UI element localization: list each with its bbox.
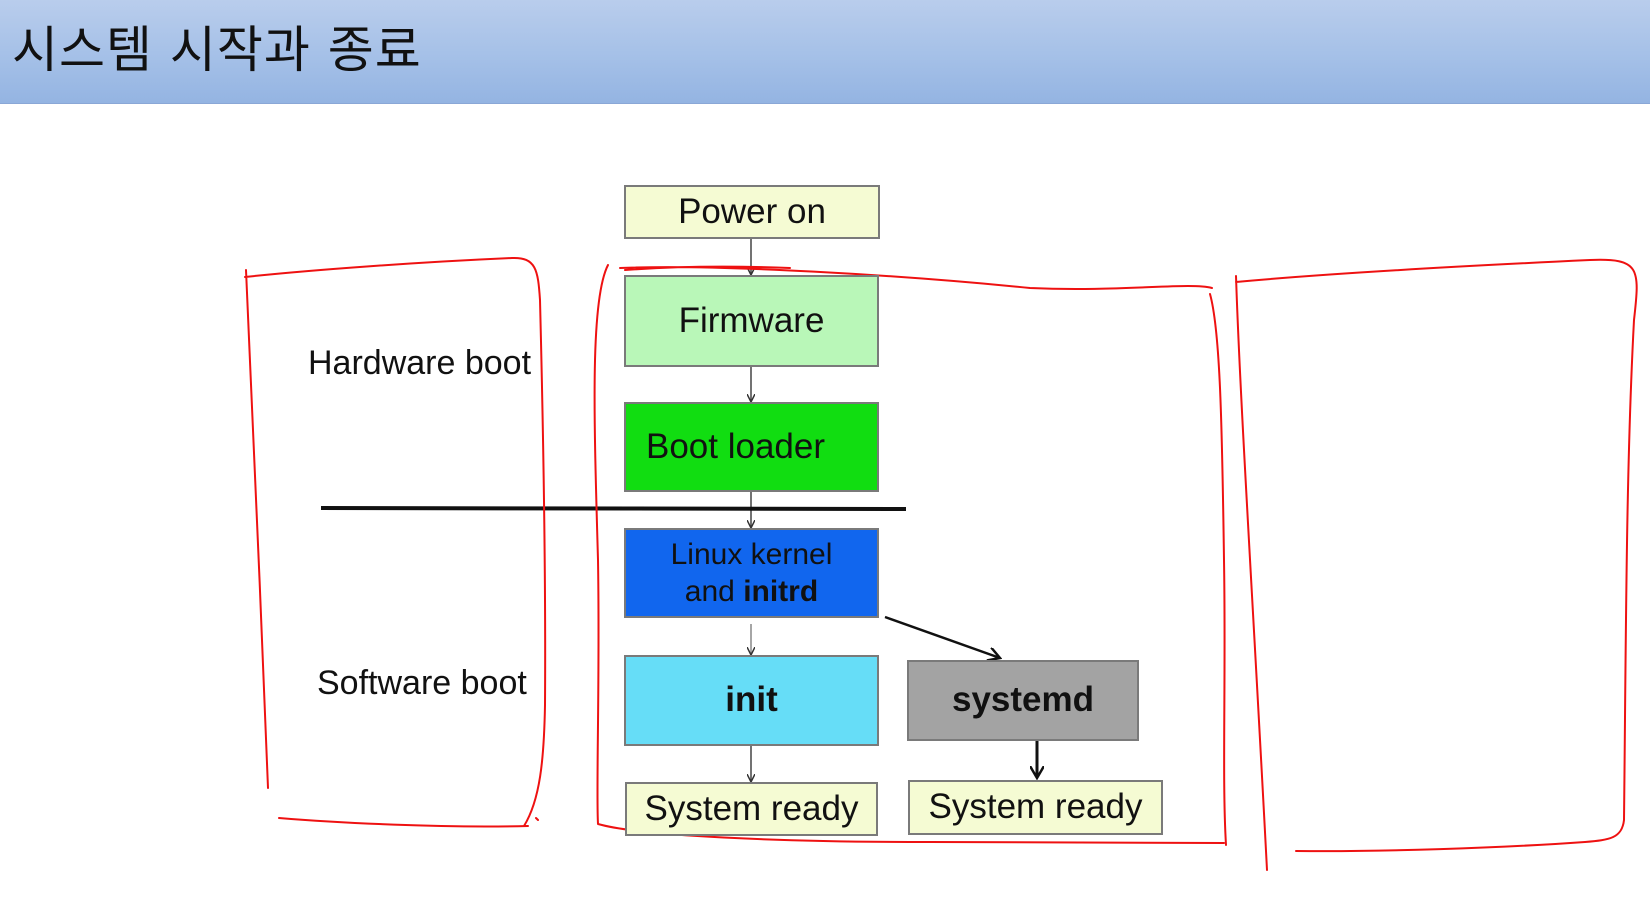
node-kernel-and: and	[684, 575, 744, 608]
node-system-ready-left-label: System ready	[644, 788, 859, 828]
node-linux-kernel: Linux kernel and initrd	[624, 528, 879, 618]
node-boot-loader-label: Boot loader	[646, 426, 826, 466]
annotation-box-right	[1235, 258, 1638, 871]
node-system-ready-right: System ready	[908, 780, 1163, 835]
arrow-kernel-systemd	[884, 615, 1000, 658]
node-kernel-initrd: initrd	[743, 575, 819, 608]
slide-title: 시스템 시작과 종료	[12, 21, 422, 79]
node-systemd-label: systemd	[951, 680, 1095, 720]
node-firmware: Firmware	[624, 275, 879, 367]
node-system-ready-left: System ready	[625, 782, 878, 836]
boot-divider-line	[320, 506, 907, 511]
node-init: init	[624, 655, 879, 746]
software-boot-label: Software boot	[317, 664, 527, 702]
node-system-ready-right-label: System ready	[928, 787, 1143, 827]
node-firmware-label: Firmware	[678, 300, 825, 340]
hardware-boot-label: Hardware boot	[308, 344, 532, 382]
node-boot-loader: Boot loader	[624, 402, 879, 492]
node-init-label: init	[725, 680, 778, 720]
node-kernel-line1: Linux kernel	[670, 538, 833, 571]
node-power-on: Power on	[624, 185, 880, 239]
slide-title-bar: 시스템 시작과 종료	[0, 0, 1650, 104]
node-systemd: systemd	[907, 660, 1139, 741]
node-kernel-line2: and initrd	[685, 575, 818, 608]
node-power-on-label: Power on	[678, 191, 826, 231]
